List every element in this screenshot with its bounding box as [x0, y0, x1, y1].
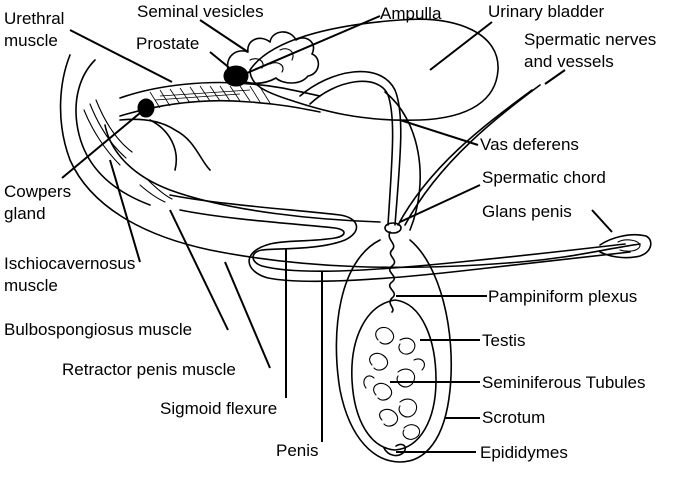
label-ampulla: Ampulla — [380, 4, 442, 23]
scrotum-outline — [335, 239, 453, 463]
ischiocavernosus-striations — [83, 99, 173, 203]
penis-shaft-upper — [169, 194, 626, 273]
label-prostate: Prostate — [136, 34, 200, 53]
retractor-penis-line — [384, 91, 421, 231]
label-spermatic-chord: Spermatic chord — [482, 168, 606, 187]
label-ischiocavernosus-line1: Ischiocavernosus — [4, 254, 136, 273]
ampulla-blob — [223, 65, 249, 87]
leader-lines — [61, 15, 613, 453]
testis-outline — [351, 299, 437, 451]
urethral-muscle-hatching — [149, 85, 271, 109]
label-penis: Penis — [276, 441, 319, 460]
spermatic-chord-ring — [384, 222, 402, 234]
label-scrotum: Scrotum — [482, 408, 546, 427]
label-retractor-penis: Retractor penis muscle — [62, 360, 236, 379]
label-sigmoid-flexure: Sigmoid flexure — [160, 399, 278, 418]
label-epididymes: Epididymes — [480, 443, 568, 462]
pampiniform-plexus — [388, 231, 396, 313]
label-cowpers-gland-line2: gland — [4, 204, 46, 223]
label-vas-deferens: Vas deferens — [480, 135, 579, 154]
vas-deferens — [299, 70, 402, 226]
label-ischiocavernosus-line2: muscle — [4, 276, 58, 295]
pelvic-urethra — [119, 81, 321, 99]
seminiferous-tubules — [363, 326, 425, 440]
penis-shaft-lower — [179, 209, 631, 283]
label-bulbospongiosus: Bulbospongiosus muscle — [4, 320, 193, 339]
label-urethral-muscle-line2: muscle — [4, 31, 58, 50]
label-cowpers-gland-line1: Cowpers — [4, 182, 72, 201]
glans-penis-shape — [599, 233, 652, 259]
label-glans-penis: Glans penis — [482, 202, 572, 221]
label-urethral-muscle-line1: Urethral — [4, 9, 65, 28]
label-seminal-vesicles: Seminal vesicles — [137, 2, 264, 21]
urinary-bladder-shape — [249, 18, 499, 122]
label-spermatic-nerves-line1: Spermatic nerves — [524, 30, 657, 49]
label-spermatic-nerves-line2: and vessels — [524, 52, 614, 71]
label-pampiniform-plexus: Pampiniform plexus — [488, 287, 638, 306]
label-urinary-bladder: Urinary bladder — [488, 2, 605, 21]
label-seminiferous-tubules: Seminiferous Tubules — [482, 373, 646, 392]
body-outline-upper — [75, 59, 151, 206]
label-testis: Testis — [482, 331, 526, 350]
